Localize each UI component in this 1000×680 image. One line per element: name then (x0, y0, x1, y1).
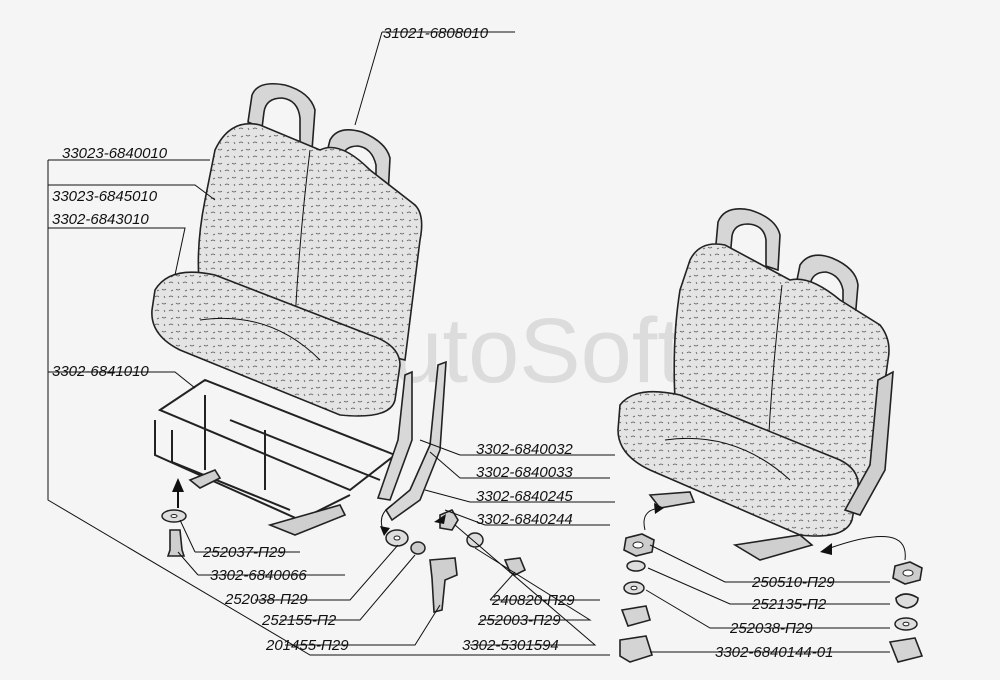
right-double-seat (617, 208, 894, 561)
label-3302-6843010: 3302-6843010 (52, 211, 149, 228)
label-3302-6841010: 3302-6841010 (52, 363, 149, 380)
left-rail (267, 504, 347, 536)
leader-lines (47, 31, 890, 656)
curved-arrow-right (829, 536, 906, 561)
label-252155-p2: 252155-П2 (261, 612, 337, 629)
right-backrest (673, 243, 890, 491)
label-3302-6840032: 3302-6840032 (476, 441, 573, 458)
label-252003-p29: 252003-П29 (477, 612, 561, 629)
left-rail-2 (188, 469, 222, 489)
right-rail-2 (648, 491, 696, 509)
right-rail (732, 534, 814, 561)
right-side-panel (843, 370, 894, 516)
label-252135-p2: 252135-П2 (751, 596, 827, 613)
label-3302-6840244: 3302-6840244 (476, 511, 573, 528)
label-31021-6808010: 31021-6808010 (383, 25, 489, 42)
arrow-nut (434, 514, 446, 524)
left-double-seat (151, 82, 423, 536)
bolt-6840066 (166, 529, 186, 557)
label-33023-6840010: 33023-6840010 (62, 145, 168, 162)
screw-240820 (503, 557, 527, 576)
plate-6840144-left (620, 605, 651, 627)
washer-252155 (410, 541, 426, 555)
side-bracket-front (376, 370, 413, 501)
label-252037-p29: 252037-П29 (202, 544, 286, 561)
label-3302-5301594: 3302-5301594 (462, 637, 559, 654)
label-3302-6840245: 3302-6840245 (476, 488, 573, 505)
right-headrest-1 (714, 208, 781, 272)
label-3302-6840033: 3302-6840033 (476, 464, 573, 481)
label-3302-6840066: 3302-6840066 (210, 567, 307, 584)
plate-6840144-right (888, 637, 924, 663)
left-cushion (151, 271, 401, 417)
label-201455-p29: 201455-П29 (265, 637, 349, 654)
left-seat-frame (154, 378, 397, 522)
label-250510-p29: 250510-П29 (751, 574, 835, 591)
washer-252135-left (626, 560, 646, 572)
label-252038-p29-left: 252038-П29 (224, 591, 308, 608)
washer-252135-right (895, 593, 919, 609)
label-240820-p29: 240820-П29 (491, 592, 575, 609)
up-arrow-left (172, 478, 184, 492)
side-bracket-rear (384, 360, 447, 522)
label-33023-6845010: 33023-6845010 (52, 188, 158, 205)
washer-252003 (466, 532, 484, 548)
label-3302-6840144-01: 3302-6840144-01 (715, 644, 833, 661)
label-252038-p29-right: 252038-П29 (729, 620, 813, 637)
plate-6840144-left-lower (619, 635, 654, 663)
bolt-201455 (429, 557, 458, 614)
